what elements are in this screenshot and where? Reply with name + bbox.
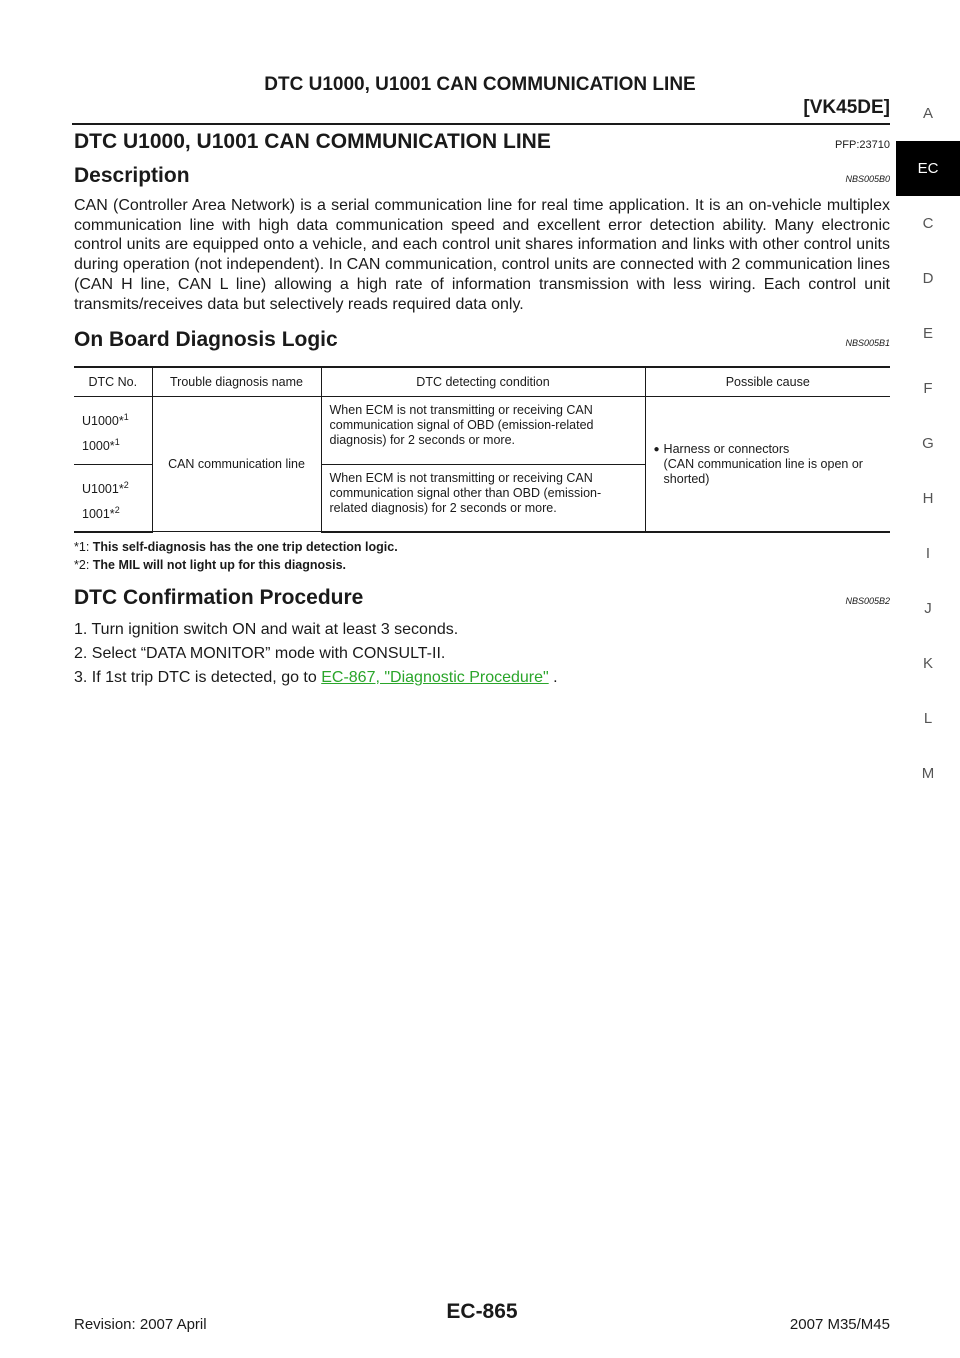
- engine-code: [VK45DE]: [803, 97, 890, 118]
- obd-heading: On Board Diagnosis Logic NBS005B1: [74, 328, 890, 352]
- obd-ref: NBS005B1: [845, 338, 890, 349]
- table-header-row: DTC No. Trouble diagnosis name DTC detec…: [74, 366, 890, 398]
- procedure-step: 3. If 1st trip DTC is detected, go to EC…: [74, 668, 558, 686]
- col-trouble-name: Trouble diagnosis name: [151, 366, 321, 398]
- table-row: U1001*2 1001*2 When ECM is not transmitt…: [74, 464, 890, 533]
- cause-line: (CAN communication line is open or short…: [663, 456, 863, 486]
- tab-i[interactable]: I: [925, 545, 931, 562]
- tab-k[interactable]: K: [922, 655, 933, 672]
- diagnostic-procedure-link[interactable]: EC-867, "Diagnostic Procedure": [321, 668, 549, 686]
- confirmation-heading: DTC Confirmation Procedure NBS005B2: [74, 586, 890, 610]
- detecting-condition: When ECM is not transmitting or receivin…: [320, 464, 645, 533]
- table-notes: *1: This self-diagnosis has the one trip…: [74, 538, 890, 574]
- tab-e[interactable]: E: [922, 325, 933, 342]
- model-year: 2007 M35/M45: [789, 1316, 890, 1333]
- header-title: DTC U1000, U1001 CAN COMMUNICATION LINE: [264, 74, 696, 95]
- confirmation-title: DTC Confirmation Procedure: [74, 585, 364, 609]
- tab-f[interactable]: F: [923, 380, 933, 397]
- dtc-code: U1001*2: [82, 479, 129, 496]
- tab-j[interactable]: J: [924, 600, 932, 617]
- col-possible-cause: Possible cause: [644, 366, 890, 398]
- tab-c[interactable]: C: [922, 215, 934, 232]
- page-number: EC-865: [446, 1300, 518, 1323]
- dtc-code-cell: U1000*1 1000*1: [74, 396, 152, 465]
- section-ref: PFP:23710: [834, 139, 890, 151]
- dtc-code: U1000*1: [82, 412, 129, 429]
- revision-date: Revision: 2007 April: [74, 1316, 207, 1333]
- description-ref: NBS005B0: [845, 174, 890, 184]
- note-item: *2: The MIL will not light up for this d…: [74, 557, 347, 572]
- dtc-table: DTC No. Trouble diagnosis name DTC detec…: [74, 366, 890, 533]
- procedure-step: 2. Select “DATA MONITOR” mode with CONSU…: [74, 644, 446, 662]
- header-divider: [72, 123, 890, 125]
- detecting-condition: When ECM is not transmitting or receivin…: [320, 396, 645, 465]
- col-dtc-no: DTC No.: [74, 366, 152, 398]
- tab-m[interactable]: M: [921, 765, 935, 782]
- tab-g[interactable]: G: [922, 435, 934, 452]
- tab-d[interactable]: D: [922, 270, 934, 287]
- cause-item: ● Harness or connectors (CAN communicati…: [654, 442, 883, 487]
- dtc-code: 1000*1: [82, 437, 120, 454]
- tab-ec[interactable]: EC: [896, 141, 960, 196]
- dtc-code-cell: U1001*2 1001*2: [74, 464, 152, 533]
- tab-l[interactable]: L: [923, 710, 933, 727]
- description-title: Description: [74, 164, 190, 187]
- obd-title: On Board Diagnosis Logic: [74, 328, 338, 352]
- page-content: DTC U1000, U1001 CAN COMMUNICATION LINE …: [74, 130, 890, 690]
- tab-a[interactable]: A: [922, 105, 933, 122]
- trouble-diagnosis-name: CAN communication line: [151, 396, 321, 533]
- bullet-icon: ●: [653, 443, 660, 455]
- table-row: U1000*1 1000*1 CAN communication line Wh…: [74, 396, 890, 533]
- tab-h[interactable]: H: [922, 490, 934, 507]
- procedure-step: 1. Turn ignition switch ON and wait at l…: [74, 620, 459, 638]
- section-title: DTC U1000, U1001 CAN COMMUNICATION LINE: [74, 130, 551, 153]
- note-item: *1: This self-diagnosis has the one trip…: [74, 539, 398, 554]
- confirmation-ref: NBS005B2: [845, 595, 890, 606]
- dtc-code: 1001*2: [82, 504, 120, 521]
- description-heading: Description NBS005B0: [74, 164, 890, 188]
- procedure-steps: 1. Turn ignition switch ON and wait at l…: [74, 618, 890, 690]
- description-text: CAN (Controller Area Network) is a seria…: [74, 197, 890, 313]
- section-index-tabs: A EC C D E F G H I J K L M: [896, 86, 960, 801]
- col-condition: DTC detecting condition: [320, 366, 645, 398]
- cause-line: Harness or connectors: [663, 441, 790, 456]
- section-heading: DTC U1000, U1001 CAN COMMUNICATION LINE …: [74, 130, 890, 154]
- possible-cause-cell: ● Harness or connectors (CAN communicati…: [644, 396, 890, 533]
